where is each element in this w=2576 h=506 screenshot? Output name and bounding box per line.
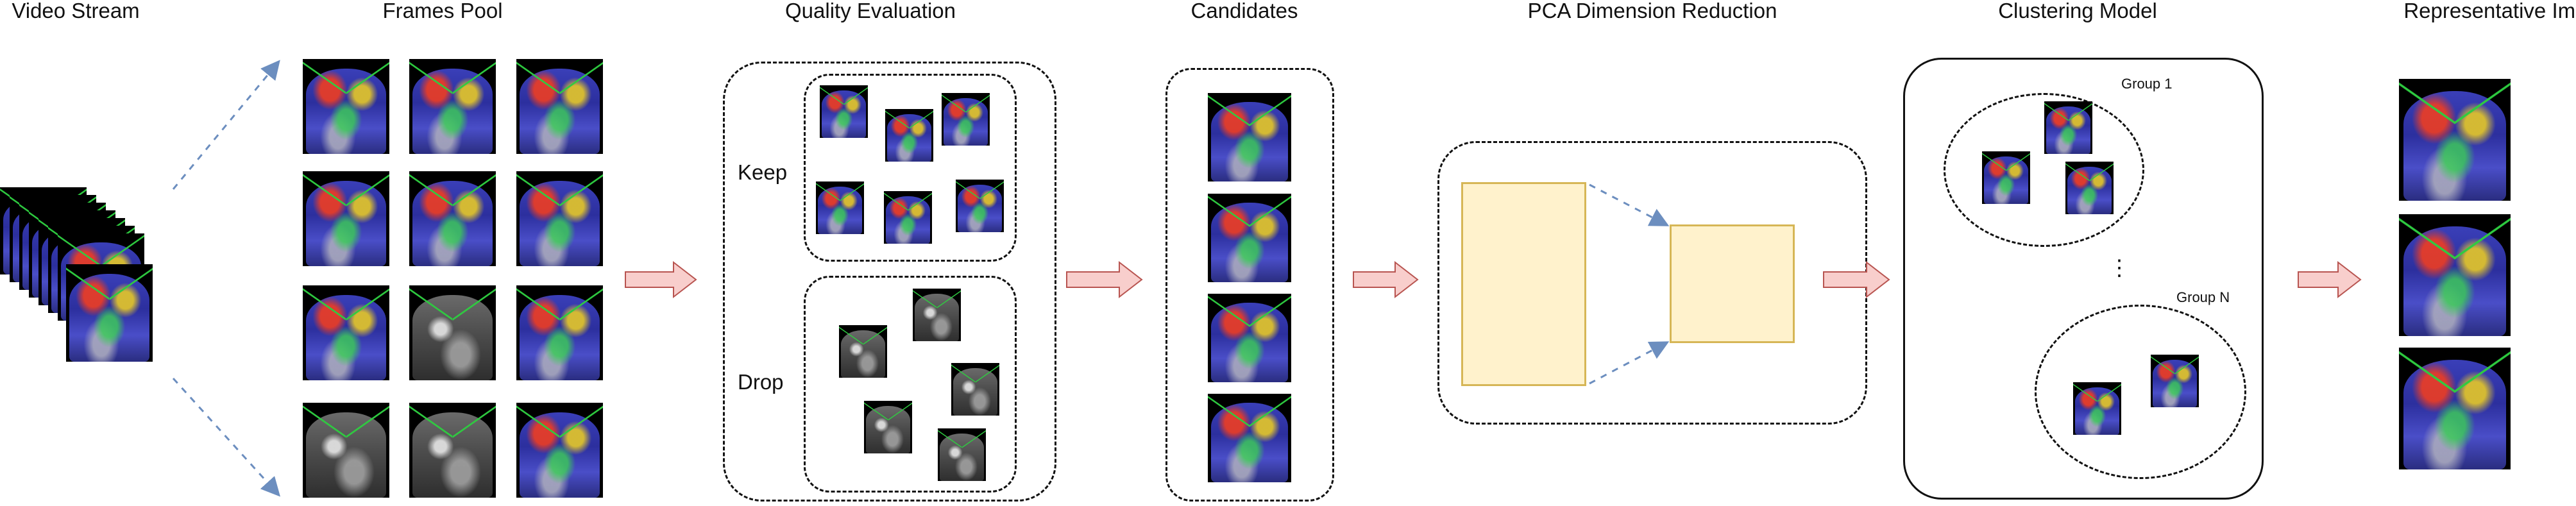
pool-frame: [303, 403, 389, 498]
pool-frame: [409, 59, 496, 154]
drop-frame: [938, 428, 986, 481]
title-video-stream: Video Stream: [12, 0, 140, 22]
flow-arrow-2: [1066, 260, 1143, 299]
pool-frame: [303, 59, 389, 154]
title-candidates: Candidates: [1191, 0, 1298, 22]
pool-frame: [409, 285, 496, 380]
group1-ellipse: [1944, 93, 2144, 247]
pca-arrow-bottom: [1589, 341, 1670, 385]
drop-box: [804, 276, 1017, 493]
pool-frame: [303, 171, 389, 266]
stream-to-pool-arrow-top: [172, 60, 280, 190]
keep-frame: [816, 181, 864, 234]
drop-label: Drop: [738, 370, 784, 394]
group1-frame: [2065, 162, 2114, 214]
candidate-frame: [1208, 394, 1291, 482]
flow-arrow-5: [2298, 260, 2362, 299]
stream-to-pool-arrow-bottom: [172, 377, 281, 497]
pool-frame: [303, 285, 389, 380]
candidate-frame: [1208, 93, 1291, 181]
keep-frame: [956, 180, 1004, 232]
flow-arrow-3: [1353, 260, 1419, 299]
keep-frame: [820, 85, 868, 138]
drop-frame: [864, 401, 912, 453]
representative-frame: [2399, 214, 2511, 336]
title-frames-pool: Frames Pool: [382, 0, 503, 22]
flow-arrow-4: [1823, 260, 1890, 299]
pool-frame: [516, 171, 603, 266]
keep-frame: [942, 93, 990, 146]
keep-frame: [885, 109, 933, 162]
title-clustering: Clustering Model: [1998, 0, 2157, 22]
candidate-frame: [1208, 194, 1291, 282]
pca-output-rect: [1670, 224, 1795, 343]
title-quality-evaluation: Quality Evaluation: [785, 0, 956, 22]
quality-evaluation-box: [723, 62, 1056, 502]
drop-frame: [839, 325, 887, 378]
groupN-frame: [2073, 382, 2121, 435]
representative-frame: [2399, 348, 2511, 469]
candidate-frame: [1208, 294, 1291, 382]
keep-frame: [884, 191, 932, 244]
groupN-ellipse: [2035, 305, 2246, 479]
drop-frame: [913, 289, 961, 341]
title-pca: PCA Dimension Reduction: [1527, 0, 1777, 22]
video-frame: [66, 264, 153, 362]
representative-frame: [2399, 79, 2511, 201]
pool-frame: [409, 171, 496, 266]
group1-label: Group 1: [2121, 76, 2173, 92]
groupN-label: Group N: [2176, 289, 2230, 305]
groupN-frame: [2151, 355, 2199, 407]
pool-frame: [516, 403, 603, 498]
ellipsis-label: ⋮: [2108, 256, 2130, 280]
flow-arrow-1: [625, 260, 697, 299]
group1-frame: [1982, 151, 2030, 204]
keep-label: Keep: [738, 160, 788, 184]
pca-arrow-top: [1589, 183, 1670, 226]
group1-frame: [2044, 101, 2092, 154]
pca-input-rect: [1461, 182, 1586, 386]
pool-frame: [516, 285, 603, 380]
title-representative: Representative Images: [2403, 0, 2576, 22]
pool-frame: [409, 403, 496, 498]
pool-frame: [516, 59, 603, 154]
candidates-box: [1165, 68, 1334, 502]
keep-box: [804, 74, 1017, 262]
clustering-box: [1903, 58, 2264, 500]
drop-frame: [951, 363, 999, 416]
